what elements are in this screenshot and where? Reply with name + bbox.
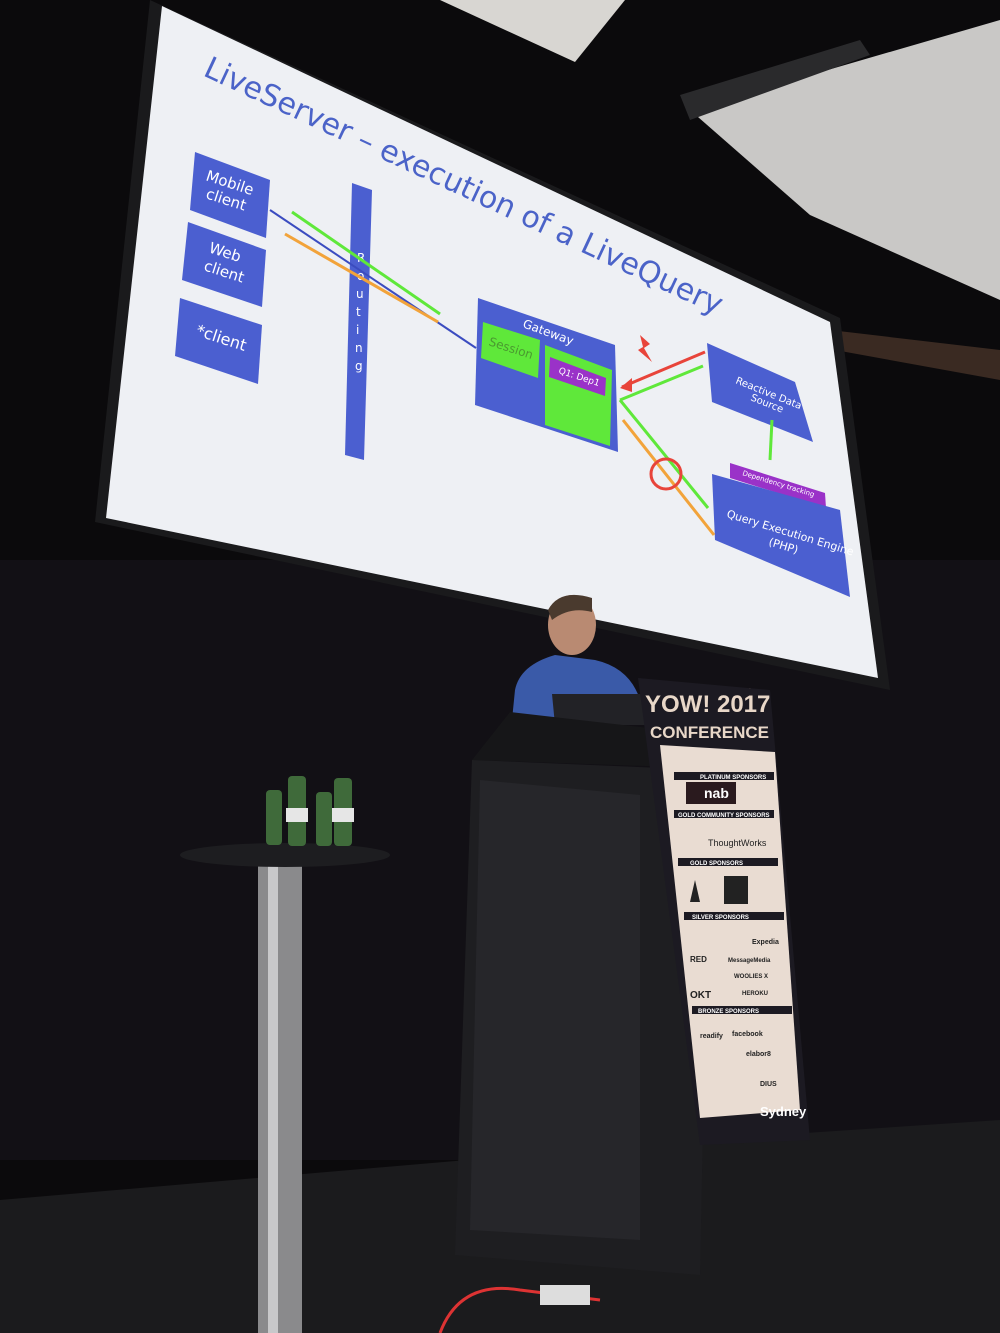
cable (438, 1286, 601, 1333)
sponsor-logo: DIUS (760, 1081, 777, 1088)
web-client-box (182, 222, 266, 307)
reactive-data-source-box (707, 343, 813, 442)
podium-panel (470, 780, 640, 1240)
sponsor-logo: RED (690, 955, 707, 964)
sponsor-logo: Expedia (752, 939, 779, 946)
table-pole-highlight (268, 860, 278, 1333)
laptop (552, 694, 648, 725)
subscribe-arrow (619, 364, 704, 402)
sponsor-banner: YOW! 2017 CONFERENCE PLATINUM SPONSORS G… (638, 678, 810, 1145)
sponsor-logo: facebook (732, 1031, 763, 1038)
execute-arrow (618, 399, 710, 509)
bar-table (180, 776, 390, 1333)
connection-line (269, 209, 477, 349)
routing-letter: n (355, 341, 363, 355)
banner-header: YOW! 2017 (645, 691, 770, 718)
invalidate-arrow (621, 350, 706, 389)
sponsor-logo: HEROKU (742, 991, 768, 997)
table-pole (258, 860, 302, 1333)
sponsor-logo: ThoughtWorks (708, 838, 767, 848)
bottle-label (286, 808, 308, 822)
section-label: SILVER SPONSORS (692, 915, 749, 921)
other-client-box (175, 298, 262, 384)
banner-subheader: CONFERENCE (650, 723, 769, 742)
result-arrow (621, 419, 716, 536)
section-label: GOLD COMMUNITY SPONSORS (678, 813, 770, 819)
sponsor-logo: readify (700, 1033, 723, 1040)
sponsor-logo: nab (704, 785, 729, 801)
bottle (266, 790, 282, 845)
mobile-client-box (190, 152, 270, 238)
bottle (316, 792, 332, 846)
request-arrow (291, 210, 441, 316)
sponsor-logo (724, 876, 748, 904)
sponsor-logo (690, 880, 700, 902)
speaker-hair (548, 594, 592, 620)
sponsor-logo: WOOLIES X (734, 974, 768, 980)
banner-footer: Sydney (760, 1104, 807, 1119)
water-bottles (266, 776, 354, 846)
ceiling-vent (680, 40, 870, 120)
arrowhead (620, 378, 632, 392)
dependency-tracking-badge (730, 463, 826, 508)
sponsor-logo: MessageMedia (728, 958, 771, 964)
routing-letter: g (355, 359, 363, 373)
section-label: GOLD SPONSORS (690, 861, 743, 867)
section-label: BRONZE SPONSORS (698, 1009, 759, 1015)
table-top (180, 843, 390, 867)
session-box (481, 322, 540, 378)
routing-letter: t (356, 305, 361, 319)
sponsor-logo: OKT (690, 990, 711, 1001)
loop-icon (649, 457, 683, 491)
routing-letter: u (356, 287, 364, 301)
lightning-icon (638, 335, 652, 362)
response-arrow (284, 232, 439, 324)
dependency-arrow (768, 419, 774, 461)
query-engine-box (712, 474, 850, 597)
routing-letter: i (356, 323, 359, 337)
power-box (540, 1285, 590, 1305)
bottle-label (332, 808, 354, 822)
query-dep-badge (549, 357, 606, 396)
sponsor-logo: elabor8 (746, 1051, 771, 1058)
ceiling-light (440, 0, 625, 62)
wall-trim (830, 330, 1000, 380)
section-label: PLATINUM SPONSORS (700, 775, 766, 781)
